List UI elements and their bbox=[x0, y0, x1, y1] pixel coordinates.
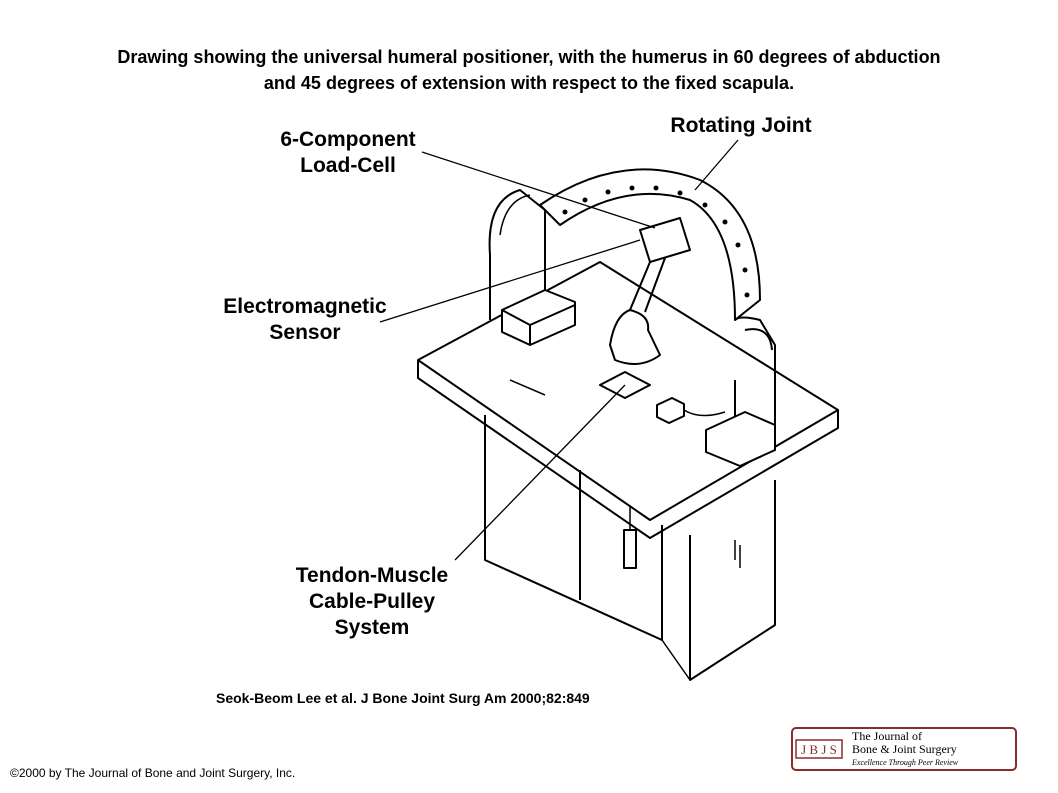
jbjs-logo: J B J S The Journal of Bone & Joint Surg… bbox=[791, 727, 1017, 771]
logo-line-1: The Journal of bbox=[852, 729, 922, 743]
label-sensor-line-1: Electromagnetic bbox=[223, 295, 387, 318]
right-bracket bbox=[734, 316, 776, 461]
load-cell bbox=[639, 217, 691, 263]
table-edge bbox=[417, 360, 839, 539]
left-bracket bbox=[488, 189, 546, 320]
label-tendon-line-1: Tendon-Muscle bbox=[296, 564, 448, 587]
leader-load-cell bbox=[421, 151, 656, 229]
logo-abbrev: J B J S bbox=[801, 742, 837, 757]
sensor-box bbox=[656, 397, 685, 424]
right-block bbox=[705, 411, 776, 467]
label-sensor-line-2: Sensor bbox=[269, 321, 340, 344]
label-rotating-joint: Rotating Joint bbox=[670, 114, 811, 137]
label-tendon-line-3: System bbox=[335, 616, 410, 639]
citation: Seok-Beom Lee et al. J Bone Joint Surg A… bbox=[216, 690, 590, 706]
label-load-cell-line-2: Load-Cell bbox=[300, 154, 396, 177]
table-leg-panel-right bbox=[689, 480, 776, 681]
copyright-notice: ©2000 by The Journal of Bone and Joint S… bbox=[10, 766, 296, 780]
leader-rotating-joint bbox=[694, 139, 739, 191]
figure-title: Drawing showing the universal humeral po… bbox=[20, 44, 1038, 96]
humerus-shaft bbox=[629, 257, 666, 313]
logo-line-2: Bone & Joint Surgery bbox=[852, 742, 957, 756]
humeral-positioner-drawing: 6-Component Load-Cell Rotating Joint Ele… bbox=[223, 114, 839, 681]
leader-tendon bbox=[454, 384, 626, 561]
figure-title-line-1: Drawing showing the universal humeral po… bbox=[117, 47, 941, 67]
table-leg-panel-front bbox=[484, 415, 663, 641]
left-block bbox=[501, 289, 576, 346]
label-load-cell-line-1: 6-Component bbox=[280, 128, 415, 151]
weight bbox=[623, 529, 637, 569]
humerus-head bbox=[609, 309, 661, 365]
label-tendon-line-2: Cable-Pulley bbox=[309, 590, 435, 613]
logo-tagline: Excellence Through Peer Review bbox=[851, 758, 959, 767]
leader-sensor bbox=[379, 239, 641, 323]
figure-title-line-2: and 45 degrees of extension with respect… bbox=[263, 73, 795, 93]
